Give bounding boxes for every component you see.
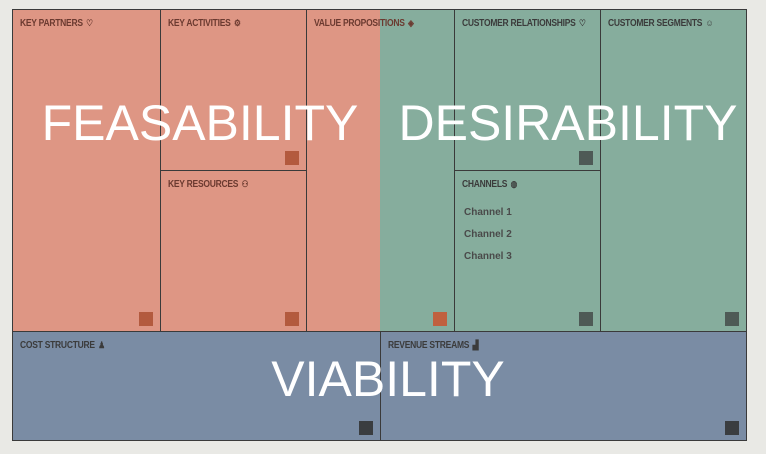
key-activities-title: KEY ACTIVITIES⚙ <box>168 18 241 29</box>
channel-item: Channel 3 <box>464 251 512 262</box>
value-propositions-title: VALUE PROPOSITIONS◈ <box>314 18 414 29</box>
customer-segments-title: CUSTOMER SEGMENTS☺ <box>608 18 713 29</box>
sticky-note-marker <box>285 312 299 326</box>
cost-structure-label: COST STRUCTURE <box>20 340 95 351</box>
key-partners-title: KEY PARTNERS♡ <box>20 18 93 29</box>
desirability-overlay: DESIRABILITY <box>398 95 738 151</box>
sticky-note-marker <box>285 151 299 165</box>
sticky-note-marker <box>725 421 739 435</box>
channels-title: CHANNELS◍ <box>462 179 517 190</box>
revenue-streams-label: REVENUE STREAMS <box>388 340 470 351</box>
key-partners-label: KEY PARTNERS <box>20 18 83 29</box>
customer-relationships-label: CUSTOMER RELATIONSHIPS <box>462 18 576 29</box>
sticky-note-marker <box>725 312 739 326</box>
heart-icon: ♡ <box>578 18 586 28</box>
sticky-note-marker <box>579 312 593 326</box>
value-propositions-block[interactable]: VALUE PROPOSITIONS◈ <box>306 9 455 332</box>
viability-zone <box>12 331 747 440</box>
key-activities-label: KEY ACTIVITIES <box>168 18 231 29</box>
money-bag-icon: ♟ <box>98 340 105 350</box>
key-resources-label: KEY RESOURCES <box>168 179 239 190</box>
customer-relationships-title: CUSTOMER RELATIONSHIPS♡ <box>462 18 586 29</box>
customer-segments-label: CUSTOMER SEGMENTS <box>608 18 703 29</box>
key-partners-block[interactable]: KEY PARTNERS♡ <box>12 9 161 332</box>
gears-icon: ⚙ <box>233 18 241 28</box>
channels-label: CHANNELS <box>462 179 508 190</box>
sticky-note-marker <box>139 312 153 326</box>
value-propositions-label: VALUE PROPOSITIONS <box>314 18 405 29</box>
key-resources-block[interactable]: KEY RESOURCES⚇ <box>160 170 307 332</box>
channel-item: Channel 1 <box>464 207 512 218</box>
sticky-note-marker <box>579 151 593 165</box>
cost-structure-title: COST STRUCTURE♟ <box>20 340 105 351</box>
channels-block[interactable]: CHANNELS◍ Channel 1 Channel 2 Channel 3 <box>454 170 601 332</box>
revenue-streams-title: REVENUE STREAMS▟ <box>388 340 478 351</box>
gift-icon: ◈ <box>408 18 414 28</box>
person-icon: ☺ <box>705 18 714 28</box>
sticky-note-marker <box>359 421 373 435</box>
key-resources-title: KEY RESOURCES⚇ <box>168 179 248 190</box>
sticky-note-marker <box>433 312 447 326</box>
people-icon: ⚇ <box>241 179 249 189</box>
bar-chart-icon: ▟ <box>472 340 479 350</box>
channel-item: Channel 2 <box>464 229 512 240</box>
revenue-streams-block[interactable]: REVENUE STREAMS▟ <box>380 331 747 441</box>
viability-overlay: VIABILITY <box>271 351 505 407</box>
customer-segments-block[interactable]: CUSTOMER SEGMENTS☺ <box>600 9 747 332</box>
feasibility-overlay: FEASABILITY <box>41 95 359 151</box>
truck-icon: ◍ <box>510 179 518 189</box>
link-heart-icon: ♡ <box>86 18 93 28</box>
